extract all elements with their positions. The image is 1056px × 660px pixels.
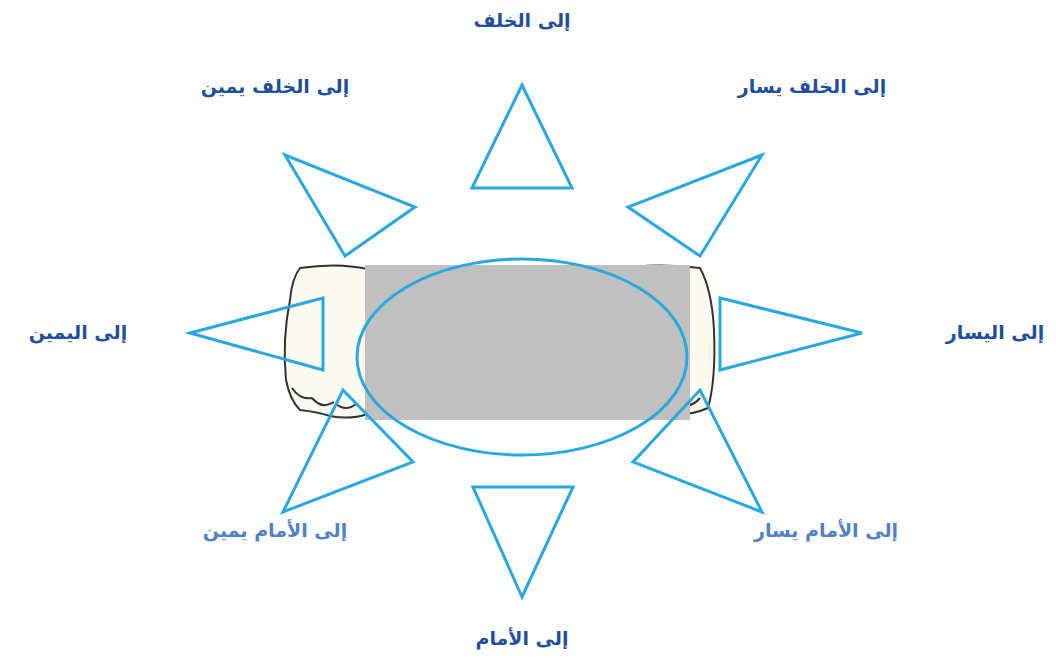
direction-label: إلى اليسار xyxy=(946,321,1044,344)
direction-label: إلى الخلف يسار xyxy=(738,75,886,98)
direction-label: إلى الأمام يسار xyxy=(754,519,898,542)
left-toes xyxy=(292,388,356,408)
triangle-right xyxy=(190,298,323,370)
triangle-front-left xyxy=(633,390,762,512)
direction-label: إلى الأمام يمين xyxy=(203,519,347,542)
triangle-left xyxy=(720,298,862,370)
triangle-front-right xyxy=(283,390,413,512)
triangle-back-left xyxy=(628,155,762,256)
center-ellipse xyxy=(357,259,687,455)
direction-label: إلى الأمام xyxy=(476,627,569,650)
direction-label: إلى اليمين xyxy=(29,321,127,344)
direction-label: إلى الخلف يمين xyxy=(201,75,350,98)
direction-label: إلى الخلف xyxy=(473,9,570,32)
triangle-back-right xyxy=(285,155,415,256)
triangle-back xyxy=(472,85,572,188)
triangle-front xyxy=(473,487,573,597)
